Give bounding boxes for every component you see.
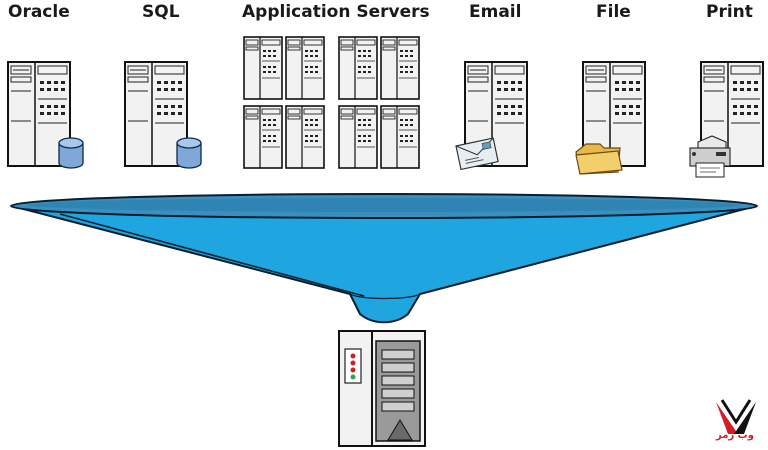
application-servers — [243, 36, 420, 169]
label-email: Email — [469, 2, 522, 22]
database-icon — [58, 137, 84, 169]
consolidation-funnel — [10, 193, 758, 324]
label-oracle: Oracle — [8, 2, 70, 22]
consolidated-server — [338, 330, 426, 447]
label-file: File — [596, 2, 631, 22]
printer-icon — [689, 135, 731, 178]
webramz-logo — [716, 399, 756, 434]
label-print: Print — [706, 2, 753, 22]
folder-icon — [575, 143, 623, 175]
envelope-icon — [455, 137, 499, 171]
database-icon — [176, 137, 202, 169]
label-sql: SQL — [142, 2, 180, 22]
watermark-text: وب رمز — [716, 430, 754, 441]
label-application-servers: Application Servers — [242, 2, 430, 22]
